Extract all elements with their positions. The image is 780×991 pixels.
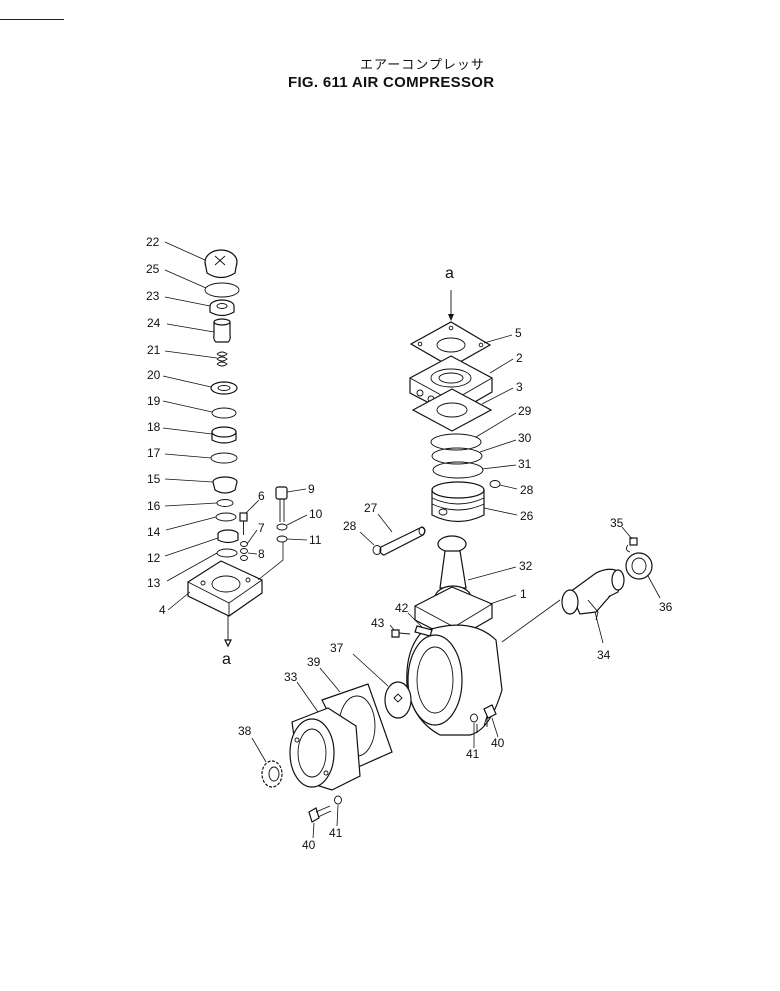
- corner-rule: [0, 19, 64, 20]
- crankcase-1: [406, 586, 503, 736]
- spring-21: [216, 351, 228, 367]
- valve-cap-22: [204, 249, 238, 279]
- callout-24: 24: [147, 316, 161, 330]
- bolt-40-right: [483, 704, 497, 727]
- bolt-6: [239, 512, 248, 535]
- gasket-37: [384, 681, 412, 719]
- callout-5: 5: [515, 326, 522, 340]
- gear-38: [261, 760, 283, 788]
- callout-23: 23: [146, 289, 160, 303]
- callout-32: 32: [519, 559, 533, 573]
- callout-35: 35: [610, 516, 624, 530]
- reference-a-bottom: a: [222, 651, 231, 668]
- ring-14: [215, 512, 237, 522]
- callout-29: 29: [518, 404, 532, 418]
- washer-19: [211, 407, 237, 419]
- callout-20: 20: [147, 368, 161, 382]
- callout-4: 4: [159, 603, 166, 617]
- callout-30: 30: [518, 431, 532, 445]
- small-washers-8: [240, 548, 248, 561]
- callout-43: 43: [371, 616, 385, 630]
- callout-34: 34: [597, 648, 611, 662]
- washer-41-left: [334, 795, 342, 805]
- callout-18: 18: [147, 420, 161, 434]
- bearing-36: [625, 544, 653, 580]
- callout-37: 37: [330, 641, 344, 655]
- washer-11: [276, 535, 288, 543]
- callout-21: 21: [147, 343, 161, 357]
- callout-7: 7: [258, 521, 265, 535]
- callout-41-left: 41: [329, 826, 343, 840]
- snap-ring-28-left: [372, 545, 382, 555]
- sleeve-18: [211, 426, 237, 444]
- figure-title: FIG. 611 AIR COMPRESSOR: [288, 74, 495, 91]
- valve-guide-24: [213, 318, 231, 343]
- callout-28-left: 28: [343, 519, 357, 533]
- callout-19: 19: [147, 394, 161, 408]
- sleeve-12: [217, 529, 239, 544]
- valve-seat-15: [212, 476, 238, 494]
- callout-16: 16: [147, 499, 161, 513]
- piston-pin-27: [379, 526, 426, 556]
- callout-3: 3: [516, 380, 523, 394]
- piston-26: [431, 481, 485, 523]
- washer-13: [216, 548, 238, 558]
- bolt-40-left: [308, 805, 332, 823]
- callout-40-left: 40: [302, 838, 316, 852]
- callout-36: 36: [659, 600, 673, 614]
- figure-title-japanese: エアーコンプレッサ: [360, 58, 485, 73]
- callout-labels: 22 25 23 24 21 20 19 18 17 15 16 14 12 1…: [146, 235, 673, 852]
- washer-41-right: [470, 713, 478, 723]
- callout-6: 6: [258, 489, 265, 503]
- screw-43: [391, 629, 411, 638]
- callout-27: 27: [364, 501, 378, 515]
- callout-8: 8: [258, 547, 265, 561]
- ring-31: [432, 461, 484, 479]
- callout-31: 31: [518, 457, 532, 471]
- leader-lines: [162, 241, 661, 839]
- nut-35: [629, 537, 638, 546]
- o-ring-17: [210, 452, 238, 464]
- callout-1: 1: [520, 587, 527, 601]
- callout-12: 12: [147, 551, 161, 565]
- gasket-3: [411, 388, 493, 432]
- callout-41-right: 41: [466, 747, 480, 761]
- reference-a-top: a: [445, 265, 454, 282]
- seat-23: [209, 299, 235, 317]
- ring-30: [431, 447, 483, 465]
- callout-10: 10: [309, 507, 323, 521]
- callout-26: 26: [520, 509, 534, 523]
- callout-11: 11: [309, 533, 322, 547]
- crankshaft-34: [561, 568, 625, 621]
- valve-body-4: [187, 560, 263, 648]
- pin-42: [414, 625, 433, 637]
- front-cover-33: [289, 707, 361, 791]
- callout-40-right: 40: [491, 736, 505, 750]
- callout-42: 42: [395, 601, 409, 615]
- snap-ring-28-right: [489, 480, 501, 488]
- callout-39: 39: [307, 655, 321, 669]
- ring-29: [430, 433, 482, 451]
- valve-20: [210, 381, 238, 395]
- callout-2: 2: [516, 351, 523, 365]
- callout-17: 17: [147, 446, 161, 460]
- callout-14: 14: [147, 525, 161, 539]
- bolt-9: [275, 486, 288, 522]
- callout-25: 25: [146, 262, 160, 276]
- callout-13: 13: [147, 576, 161, 590]
- washer-16: [216, 499, 234, 507]
- callout-15: 15: [147, 472, 161, 486]
- callout-33: 33: [284, 670, 298, 684]
- callout-28-right: 28: [520, 483, 534, 497]
- o-ring-25: [204, 282, 240, 298]
- washer-10: [276, 523, 288, 531]
- callout-38: 38: [238, 724, 252, 738]
- callout-9: 9: [308, 482, 315, 496]
- callout-22: 22: [146, 235, 160, 249]
- gasket-5: [409, 290, 492, 368]
- washer-7: [240, 541, 248, 547]
